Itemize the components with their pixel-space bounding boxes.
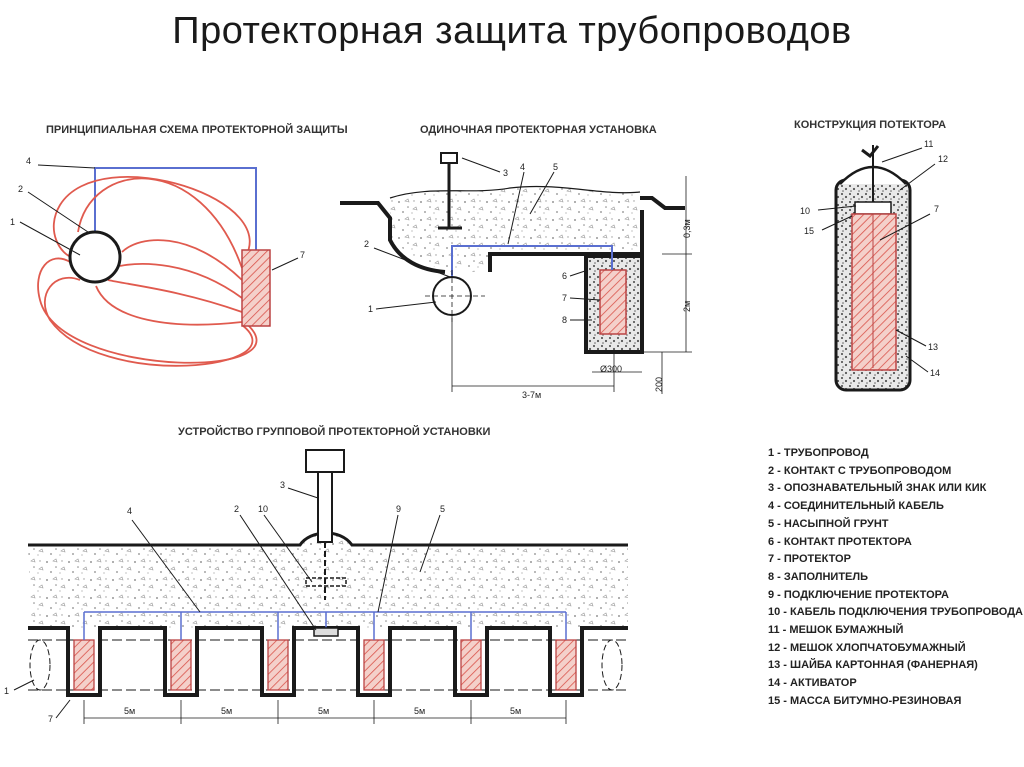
callout-7: 7 xyxy=(300,250,305,260)
legend-item-9: 9 - ПОДКЛЮЧЕНИЕ ПРОТЕКТОРА xyxy=(768,588,950,601)
callout-4: 4 xyxy=(26,156,31,166)
caption-principal: ПРИНЦИПИАЛЬНАЯ СХЕМА ПРОТЕКТОРНОЙ ЗАЩИТЫ xyxy=(46,123,348,136)
legend-item-14: 14 - АКТИВАТОР xyxy=(768,677,857,690)
legend-item-13: 13 - ШАЙБА КАРТОННАЯ (ФАНЕРНАЯ) xyxy=(768,659,978,672)
dim-step-3: 5м xyxy=(318,706,329,716)
callout-single-8: 8 xyxy=(562,315,567,325)
callout-c-11: 11 xyxy=(924,139,933,149)
dim-step-5: 5м xyxy=(510,706,521,716)
callout-c-10: 10 xyxy=(800,206,810,216)
legend: 1 - ТРУБОПРОВОД 2 - КОНТАКТ С ТРУБОПРОВО… xyxy=(768,445,1023,711)
connecting-cable xyxy=(94,167,257,250)
legend-item-4: 4 - СОЕДИНИТЕЛЬНЫЙ КАБЕЛЬ xyxy=(768,500,944,513)
callout-c-15: 15 xyxy=(804,226,814,236)
dim-step-4: 5м xyxy=(414,706,425,716)
callout-single-4: 4 xyxy=(520,162,525,172)
legend-item-6: 6 - КОНТАКТ ПРОТЕКТОРА xyxy=(768,535,912,548)
callout-g-10: 10 xyxy=(258,504,268,514)
marker-sign xyxy=(440,152,458,164)
callout-single-3: 3 xyxy=(503,168,508,178)
legend-item-1: 1 - ТРУБОПРОВОД xyxy=(768,447,869,459)
slide-title: Протекторная защита трубопроводов xyxy=(172,10,852,52)
group-marker-sign xyxy=(305,449,345,473)
callout-g-5: 5 xyxy=(440,504,445,514)
callout-single-7: 7 xyxy=(562,293,567,303)
callout-single-6: 6 xyxy=(562,271,567,281)
callout-1: 1 xyxy=(10,217,15,227)
dim-height: 2м xyxy=(682,301,692,312)
legend-item-12: 12 - МЕШОК ХЛОПЧАТОБУМАЖНЫЙ xyxy=(768,641,966,654)
legend-item-10: 10 - КАБЕЛЬ ПОДКЛЮЧЕНИЯ ТРУБОПРОВОДА xyxy=(768,606,1023,619)
dim-diameter: Ø300 xyxy=(600,364,622,374)
callout-g-4: 4 xyxy=(127,506,132,516)
callout-2: 2 xyxy=(18,184,23,194)
group-installation: УСТРОЙСТВО ГРУППОВОЙ ПРОТЕКТОРНОЙ УСТАНО… xyxy=(4,425,628,724)
dim-depth: 0,3м xyxy=(682,219,692,238)
caption-group: УСТРОЙСТВО ГРУППОВОЙ ПРОТЕКТОРНОЙ УСТАНО… xyxy=(178,425,491,438)
callout-single-5: 5 xyxy=(553,162,558,172)
callout-g-1: 1 xyxy=(4,686,9,696)
legend-item-2: 2 - КОНТАКТ С ТРУБОПРОВОДОМ xyxy=(768,464,952,477)
legend-item-5: 5 - НАСЫПНОЙ ГРУНТ xyxy=(768,517,889,530)
dim-spacing: 3-7м xyxy=(522,390,541,400)
legend-item-15: 15 - МАССА БИТУМНО-РЕЗИНОВАЯ xyxy=(768,694,962,707)
caption-construction: КОНСТРУКЦИЯ ПОТЕКТОРА xyxy=(794,119,946,131)
protector-construction: КОНСТРУКЦИЯ ПОТЕКТОРА 11 12 7 10 15 13 1… xyxy=(794,119,948,392)
caption-single: ОДИНОЧНАЯ ПРОТЕКТОРНАЯ УСТАНОВКА xyxy=(420,124,657,136)
callout-c-13: 13 xyxy=(928,342,938,352)
callout-c-14: 14 xyxy=(930,368,940,378)
protector-core xyxy=(851,213,897,371)
legend-item-11: 11 - МЕШОК БУМАЖНЫЙ xyxy=(768,624,904,637)
callout-single-1: 1 xyxy=(368,304,373,314)
single-installation: ОДИНОЧНАЯ ПРОТЕКТОРНАЯ УСТАНОВКА 3-7м 0,… xyxy=(340,124,692,400)
protector-block xyxy=(241,249,271,327)
dim-step-1: 5м xyxy=(124,706,135,716)
callout-g-7: 7 xyxy=(48,714,53,724)
callout-g-2: 2 xyxy=(234,504,239,514)
group-protectors xyxy=(73,639,577,691)
protector-single xyxy=(599,269,627,335)
callout-g-3: 3 xyxy=(280,480,285,490)
legend-item-3: 3 - ОПОЗНАВАТЕЛЬНЫЙ ЗНАК ИЛИ КИК xyxy=(768,482,987,495)
dim-offset: 200 xyxy=(654,377,664,392)
pipeline-circle xyxy=(68,230,122,284)
callout-g-9: 9 xyxy=(396,504,401,514)
legend-item-8: 8 - ЗАПОЛНИТЕЛЬ xyxy=(768,570,869,583)
legend-item-7: 7 - ПРОТЕКТОР xyxy=(768,553,851,566)
callout-single-2: 2 xyxy=(364,239,369,249)
dim-step-2: 5м xyxy=(221,706,232,716)
principal-scheme: ПРИНЦИПИАЛЬНАЯ СХЕМА ПРОТЕКТОРНОЙ ЗАЩИТЫ… xyxy=(10,123,348,367)
cable-single xyxy=(451,245,613,278)
callout-c-7: 7 xyxy=(934,204,939,214)
callout-c-12: 12 xyxy=(938,154,948,164)
current-lines xyxy=(37,176,258,367)
group-cable xyxy=(83,611,567,640)
